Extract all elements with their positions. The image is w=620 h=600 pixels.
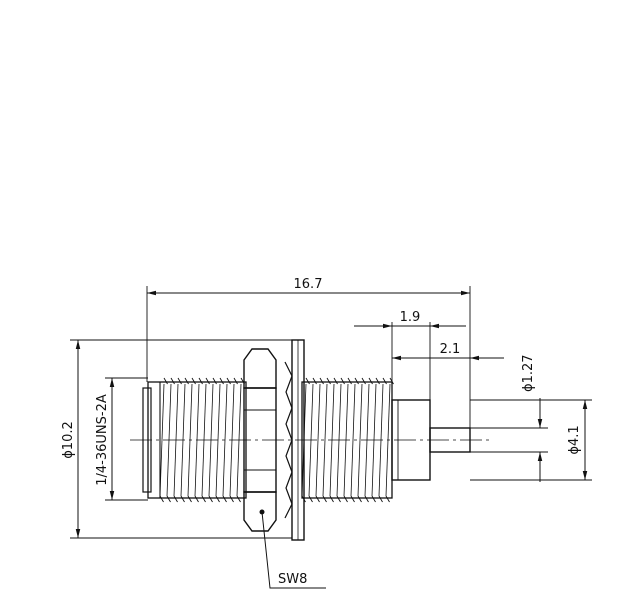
thread-hatching xyxy=(159,377,394,503)
label-overall-length: 16.7 xyxy=(294,277,323,292)
label-dim-2-1: 2.1 xyxy=(440,342,461,357)
threaded-body xyxy=(142,377,394,503)
label-insulator-diameter: ϕ4.1 xyxy=(567,425,582,454)
label-thread-spec: 1/4-36UNS-2A xyxy=(95,394,110,486)
label-pin-diameter: ϕ1.27 xyxy=(521,354,536,392)
nut-leader-origin-dot xyxy=(259,509,265,515)
label-wrench-size: SW8 xyxy=(278,572,307,587)
label-body-diameter: ϕ10.2 xyxy=(61,421,76,459)
center-pin xyxy=(429,427,471,453)
label-dim-1-9: 1.9 xyxy=(400,310,421,325)
hex-nut xyxy=(243,348,277,532)
leader-line-wrench-size xyxy=(261,511,326,589)
